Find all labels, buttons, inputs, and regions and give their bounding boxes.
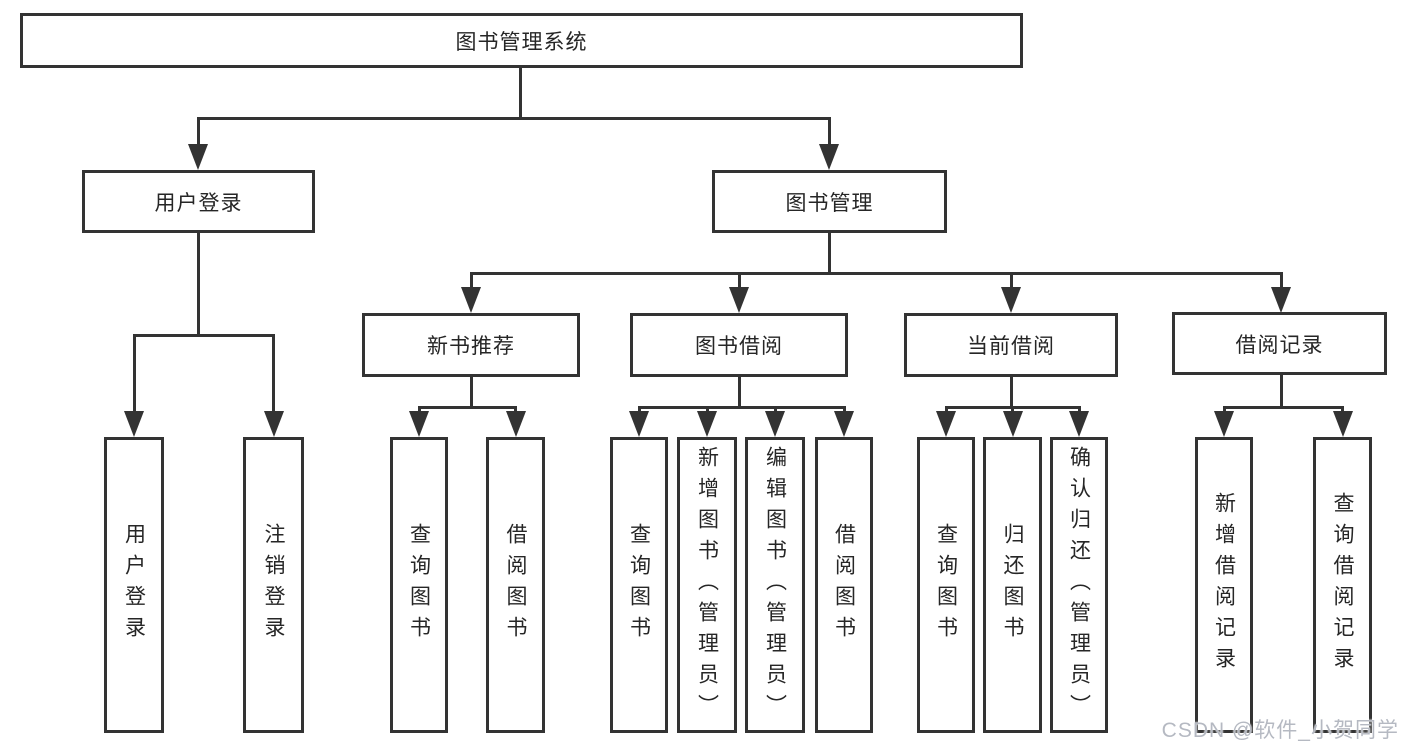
- node-book-borrow: 图书借阅: [630, 313, 848, 377]
- connector-line: [417, 407, 421, 413]
- node-root: 图书管理系统: [20, 13, 1023, 68]
- leaf-login-label: 用户登录: [122, 523, 146, 647]
- leaf-current-return-book: 归还图书: [983, 437, 1042, 733]
- connector-line: [469, 377, 473, 409]
- leaf-record-query: 查询借阅记录: [1313, 437, 1372, 733]
- arrow-down-icon: [124, 411, 144, 437]
- arrow-down-icon: [263, 411, 284, 437]
- node-borrow-record-label: 借阅记录: [1235, 333, 1324, 357]
- connector-line: [272, 335, 275, 413]
- node-user-login-label: 用户登录: [154, 191, 243, 215]
- leaf-recommend-query-book-label: 查询图书: [407, 523, 431, 647]
- arrow-down-icon: [765, 411, 785, 437]
- arrow-down-icon: [1332, 411, 1353, 437]
- arrow-down-icon: [1069, 411, 1089, 437]
- connector-line: [637, 405, 846, 409]
- arrow-down-icon: [1271, 287, 1291, 313]
- arrow-down-icon: [188, 144, 208, 170]
- arrow-down-icon: [1214, 411, 1234, 437]
- arrow-down-icon: [1001, 287, 1021, 313]
- leaf-current-query-book: 查询图书: [917, 437, 975, 733]
- connector-line: [1279, 273, 1283, 289]
- node-current-borrow: 当前借阅: [904, 313, 1118, 377]
- connector-line: [1341, 407, 1344, 413]
- connector-line: [417, 405, 517, 409]
- leaf-borrow-add-book-label: 新增图书（管理员）: [695, 445, 719, 725]
- node-new-book-recommend: 新书推荐: [362, 313, 580, 377]
- leaf-record-add-label: 新增借阅记录: [1212, 492, 1236, 678]
- leaf-recommend-query-book: 查询图书: [390, 437, 448, 733]
- connector-line: [944, 407, 948, 413]
- connector-line: [827, 233, 831, 275]
- connector-line: [469, 271, 1283, 275]
- connector-line: [737, 377, 741, 409]
- leaf-current-return-book-label: 归还图书: [1001, 523, 1024, 647]
- leaf-record-query-label: 查询借阅记录: [1331, 492, 1354, 678]
- connector-line: [842, 407, 846, 413]
- arrow-down-icon: [819, 144, 839, 170]
- connector-line: [1077, 407, 1081, 413]
- arrow-down-icon: [834, 411, 854, 437]
- connector-line: [196, 118, 200, 146]
- connector-line: [196, 233, 200, 337]
- connector-line: [1222, 405, 1344, 409]
- connector-line: [1009, 273, 1013, 289]
- leaf-current-confirm-return-label: 确认归还（管理员）: [1067, 445, 1091, 725]
- arrow-down-icon: [409, 411, 429, 437]
- node-book-management-label: 图书管理: [785, 191, 874, 215]
- arrow-down-icon: [936, 411, 956, 437]
- node-new-book-recommend-label: 新书推荐: [427, 335, 515, 358]
- arrow-down-icon: [629, 411, 649, 437]
- connector-line: [1222, 407, 1226, 413]
- leaf-recommend-borrow-book-label: 借阅图书: [504, 523, 527, 647]
- leaf-borrow-edit-book-label: 编辑图书（管理员）: [763, 445, 787, 725]
- connector-line: [827, 118, 831, 146]
- node-borrow-record: 借阅记录: [1172, 312, 1387, 375]
- leaf-borrow-query-book: 查询图书: [610, 437, 668, 733]
- connector-line: [773, 407, 777, 413]
- connector-line: [737, 273, 741, 289]
- connector-line: [1279, 375, 1283, 409]
- connector-line: [132, 335, 136, 413]
- connector-line: [514, 407, 517, 413]
- leaf-logout: 注销登录: [243, 437, 304, 733]
- leaf-record-add: 新增借阅记录: [1195, 437, 1253, 733]
- node-user-login: 用户登录: [82, 170, 315, 233]
- connector-line: [519, 68, 522, 120]
- arrow-down-icon: [1002, 411, 1023, 437]
- connector-line: [132, 333, 275, 337]
- node-book-management: 图书管理: [712, 170, 947, 233]
- node-root-label: 图书管理系统: [455, 30, 588, 54]
- connector-line: [637, 407, 641, 413]
- leaf-borrow-lend-book: 借阅图书: [815, 437, 873, 733]
- leaf-login: 用户登录: [104, 437, 164, 733]
- connector-line: [705, 407, 709, 413]
- leaf-borrow-edit-book: 编辑图书（管理员）: [745, 437, 805, 733]
- connector-line: [469, 273, 473, 289]
- node-current-borrow-label: 当前借阅: [967, 335, 1055, 358]
- connector-line: [1011, 407, 1014, 413]
- leaf-borrow-add-book: 新增图书（管理员）: [677, 437, 737, 733]
- leaf-recommend-borrow-book: 借阅图书: [486, 437, 545, 733]
- arrow-down-icon: [729, 287, 749, 313]
- leaf-borrow-query-book-label: 查询图书: [627, 523, 651, 647]
- arrow-down-icon: [461, 287, 481, 313]
- leaf-current-query-book-label: 查询图书: [934, 523, 958, 647]
- node-book-borrow-label: 图书借阅: [695, 335, 783, 358]
- connector-line: [196, 116, 831, 120]
- csdn-watermark: CSDN @软件_小贺同学: [1161, 719, 1399, 742]
- leaf-current-confirm-return: 确认归还（管理员）: [1050, 437, 1108, 733]
- arrow-down-icon: [505, 411, 526, 437]
- connector-line: [1009, 377, 1013, 409]
- leaf-logout-label: 注销登录: [262, 523, 285, 647]
- leaf-borrow-lend-book-label: 借阅图书: [832, 523, 856, 647]
- arrow-down-icon: [697, 411, 717, 437]
